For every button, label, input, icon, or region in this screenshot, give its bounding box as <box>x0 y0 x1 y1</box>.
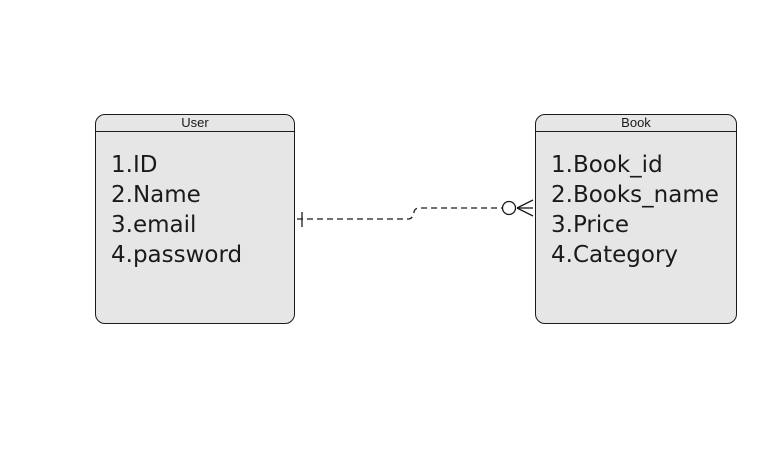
zero-cardinality-circle-icon <box>501 200 517 216</box>
many-crowfoot-icon <box>516 199 534 217</box>
relationship-line[interactable] <box>297 207 502 220</box>
entity-user-title: User <box>96 115 294 132</box>
entity-book-attributes: 1.Book_id 2.Books_name 3.Price 4.Categor… <box>536 132 736 270</box>
entity-book[interactable]: Book 1.Book_id 2.Books_name 3.Price 4.Ca… <box>535 114 737 324</box>
attribute-name: 2.Name <box>111 182 201 208</box>
attribute-password: 4.password <box>111 242 243 268</box>
attribute-category: 4.Category <box>551 242 679 268</box>
entity-book-title: Book <box>536 115 736 132</box>
attribute-email: 3.email <box>111 212 197 238</box>
attribute-books-name: 2.Books_name <box>551 182 719 208</box>
attribute-book-id: 1.Book_id <box>551 152 663 178</box>
attribute-price: 3.Price <box>551 212 630 238</box>
entity-user[interactable]: User 1.ID 2.Name 3.email 4.password <box>95 114 295 324</box>
entity-user-attributes: 1.ID 2.Name 3.email 4.password <box>96 132 294 270</box>
attribute-id: 1.ID <box>111 152 158 178</box>
